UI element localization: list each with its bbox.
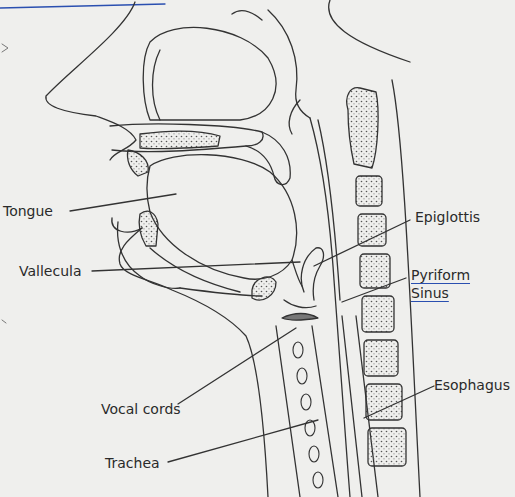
part-label: Vocal cords: [100, 400, 182, 418]
part-label: Vallecula: [18, 262, 83, 280]
part-label: Pyriform Sinus: [410, 266, 486, 302]
part-label: Trachea: [104, 454, 161, 472]
part-label: Epiglottis: [414, 208, 481, 226]
part-label: Tongue: [2, 202, 54, 220]
part-label: Esophagus: [433, 376, 511, 394]
